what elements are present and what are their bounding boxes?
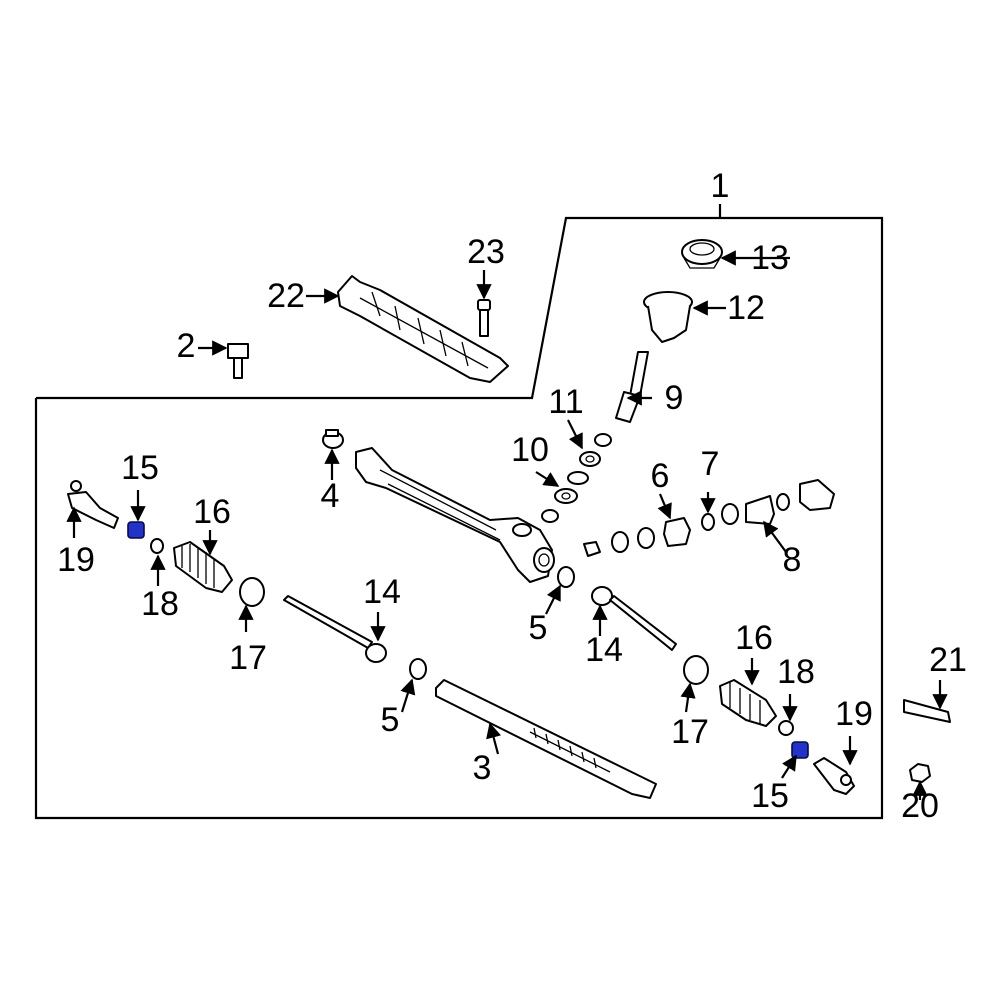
label-jam-nut-left: 15 [121,449,159,487]
label-support-yoke: 6 [651,457,670,495]
oring-b[interactable] [637,527,655,549]
label-yoke-plug: 8 [783,541,802,579]
label-nut: 20 [901,787,939,825]
cover-part[interactable] [681,239,723,269]
rack-housing-part[interactable] [355,447,555,583]
label-cover: 13 [751,239,789,277]
label-seal: 11 [548,383,583,421]
label-boot-clamp-right: 17 [671,713,709,751]
label-pinion-boot: 12 [727,289,765,327]
boot-right-part[interactable] [719,679,777,727]
boot-clamp-left-part[interactable] [239,577,265,607]
label-clamp-upper: 4 [321,477,340,515]
inner-tie-rod-left-part[interactable] [283,595,387,663]
jam-nut-right-part[interactable] [791,741,809,759]
small-clamp-right-part[interactable] [778,720,794,736]
shield-bolt-part[interactable] [477,299,491,337]
assembly-boundary [34,216,884,820]
label-washer-left: 5 [381,701,400,739]
yoke-plug-part[interactable] [721,479,835,525]
label-rack: 3 [473,749,492,787]
washer-left-part[interactable] [409,658,427,680]
pinion-shaft-part[interactable] [615,351,649,423]
pinion-boot-part[interactable] [643,291,693,343]
nut-part[interactable] [909,763,931,783]
label-bearing: 10 [511,431,549,469]
boot-left-part[interactable] [173,541,233,593]
label-boot-clamp-left: 17 [229,639,267,677]
cotter-pin-part[interactable] [903,699,951,723]
label-small-clamp-right: 18 [777,653,815,691]
label-cotter-pin: 21 [929,641,967,679]
label-shield-bolt: 23 [467,233,505,271]
rack-part[interactable] [435,679,657,799]
heat-shield-part[interactable] [337,275,509,383]
outer-tie-rod-right-part[interactable] [813,757,855,795]
clamp-upper-part[interactable] [322,429,344,449]
seal-part[interactable] [579,433,612,467]
yoke-piece[interactable] [583,541,601,557]
label-inner-tie-rod-left: 14 [363,573,401,611]
label-outer-tie-rod-right: 19 [835,695,873,733]
label-bolt: 2 [177,327,196,365]
spring-part[interactable] [701,513,715,531]
oring-a[interactable] [611,531,629,553]
label-spring: 7 [701,445,720,483]
boot-clamp-right-part[interactable] [683,655,709,685]
jam-nut-left-part[interactable] [127,521,145,539]
label-washer-right: 5 [529,609,548,647]
label-pinion-shaft: 9 [665,379,684,417]
label-outer-tie-rod-left: 19 [57,541,95,579]
label-jam-nut-right: 15 [751,777,789,815]
label-assembly: 1 [711,167,730,205]
label-heat-shield: 22 [267,277,305,315]
label-small-clamp-left: 18 [141,585,179,623]
bearing-part[interactable] [541,471,589,523]
label-boot-left: 16 [193,493,231,531]
label-boot-right: 16 [735,619,773,657]
support-yoke-part[interactable] [663,517,691,547]
bolt-part[interactable] [227,343,249,379]
small-clamp-left-part[interactable] [150,538,164,554]
washer-right-part[interactable] [557,566,575,588]
outer-tie-rod-left-part[interactable] [67,480,119,529]
label-inner-tie-rod-right: 14 [585,631,623,669]
leader-lines [66,250,948,800]
